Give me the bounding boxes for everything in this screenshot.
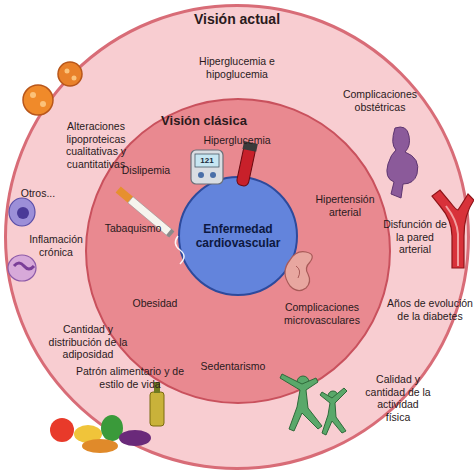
circle-shape <box>179 177 297 295</box>
circle-region: Enfermedad cardiovascular Visión clásicaH… <box>85 98 391 404</box>
circle-region: Enfermedad cardiovascularVisión clásicaH… <box>4 4 470 470</box>
pepper <box>74 425 102 443</box>
factor-label: Cantidad y distribución de la adiposidad <box>40 323 136 361</box>
factor-label: Sedentarismo <box>188 360 278 373</box>
factor-label: Inflamación crónica <box>23 233 89 258</box>
factor-label: Complicaciones microvasculares <box>272 301 372 326</box>
circle-shape <box>86 99 390 403</box>
meter-reading: 121 <box>195 157 219 165</box>
factor-label: Disfunción de la pared arterial <box>383 218 447 256</box>
lipoprotein-dot <box>30 92 36 98</box>
carrot <box>82 439 118 453</box>
lipoprotein-dot <box>65 69 70 74</box>
factor-label: Alteraciones lipoproteicas cualitativas … <box>57 120 135 170</box>
factor-label: Hipertensión arterial <box>309 193 381 218</box>
factor-label: Hiperglucemia e hipoglucemia <box>190 55 285 80</box>
factor-label: Otros... <box>13 187 63 200</box>
region-heading: Enfermedad cardiovascular <box>190 222 286 251</box>
region-heading: Visión clásica <box>149 113 259 129</box>
factor-label: Obesidad <box>120 297 190 310</box>
circle-shape <box>6 6 469 469</box>
factor-label: Años de evolución de la diabetes <box>385 297 474 322</box>
factor-label: Hiperglucemia <box>187 134 287 147</box>
tomato <box>50 418 74 442</box>
factor-label: Tabaquismo <box>97 222 169 235</box>
factor-label: Complicaciones obstétricas <box>337 88 423 113</box>
factor-label: Calidad y cantidad de la actividad físic… <box>365 373 431 423</box>
region-heading: Visión actual <box>167 11 307 28</box>
circle-region: Enfermedad cardiovascular <box>178 176 298 296</box>
factor-label: Patrón alimentario y de estilo de vida <box>66 365 194 390</box>
